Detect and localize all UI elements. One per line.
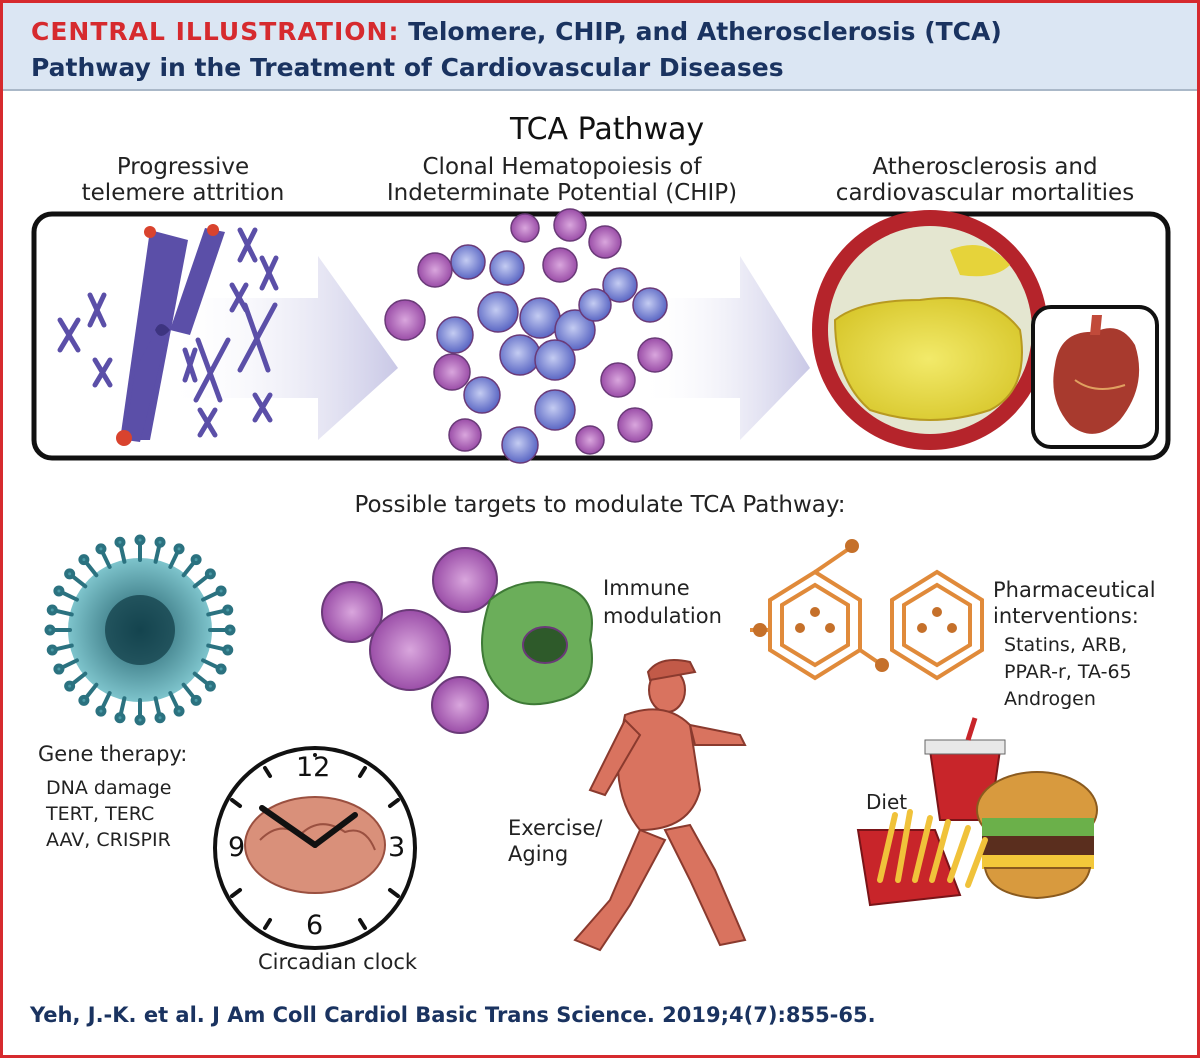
pathway-title: TCA Pathway [510,112,705,147]
virus-spike-tip [173,705,185,717]
stage-3-line-2: cardiovascular mortalities [835,180,1135,206]
chromosome-icon [116,224,225,446]
targets-heading: Possible targets to modulate TCA Pathway… [354,492,846,518]
pharma-item: PPAR-r, TA-65 [1004,661,1132,683]
virus-spike-tip [95,543,107,555]
virus-spike-tip [204,680,216,692]
virus-spike-tip [154,712,166,724]
virus-spike-tip [224,624,236,636]
virus-spike-tip [78,554,90,566]
pharma-label: Pharmaceutical interventions: [993,577,1156,629]
virus-spike-tip [46,644,58,656]
header-line-1: CENTRAL ILLUSTRATION: Telomere, CHIP, an… [31,17,1002,46]
exercise-label: Exercise/ Aging [508,815,602,867]
header-banner: CENTRAL ILLUSTRATION: Telomere, CHIP, an… [3,3,1197,91]
clock-number-9: 9 [228,832,246,863]
gene-therapy-item: AAV, CRISPIR [46,829,171,851]
virus-spike-tip [134,714,146,726]
virus-spike-tip [78,694,90,706]
gene-therapy-item: TERT, TERC [46,803,155,825]
gene-therapy-title: Gene therapy: [38,742,188,766]
virus-spike-tip [222,644,234,656]
pharma-line-2: interventions: [993,604,1139,628]
virus-spike-tip [114,536,126,548]
pharma-item: Statins, ARB, [1004,634,1128,656]
exercise-line-2: Aging [508,842,569,866]
fast-food-icon [856,717,1098,907]
virus-spike-tip [154,536,166,548]
pathway-box [31,211,1171,461]
virus-spike-tip [215,585,227,597]
pharma-line-1: Pharmaceutical [993,578,1156,602]
clock-number-6: 6 [306,910,324,941]
header-label: CENTRAL ILLUSTRATION: [31,17,400,46]
stage-1-label: Progressive telemere attrition [40,154,326,206]
molecule-icons [750,546,984,681]
clock-number-3: 3 [388,832,406,863]
immune-label: Immune modulation [603,574,722,630]
heart-icon [1053,315,1140,434]
virus-spike-tip [53,585,65,597]
chip-cells-cluster [384,208,673,464]
walking-person-icon [573,659,747,952]
virus-spike-tip [190,694,202,706]
virus-spike-tip [44,624,56,636]
virus-spike-tip [46,604,58,616]
immune-line-2: modulation [603,604,722,628]
header-title-2: Pathway in the Treatment of Cardiovascul… [31,53,784,82]
virus-spike-tip [95,705,107,717]
circadian-label: Circadian clock [258,950,418,974]
gene-therapy-item: DNA damage [46,777,172,799]
molecule-nodes [753,539,957,672]
stage-3-line-1: Atherosclerosis and [872,154,1098,180]
artery-cross-section-icon [812,210,1048,450]
immune-cells-icon [321,547,593,734]
virus-spike-tip [64,568,76,580]
virus-spike-tip [114,712,126,724]
stage-3-label: Atherosclerosis and cardiovascular morta… [815,154,1155,206]
diet-label: Diet [866,790,908,814]
gene-therapy-list: DNA damage TERT, TERC AAV, CRISPIR [46,775,172,853]
header-title-1: Telomere, CHIP, and Atherosclerosis (TCA… [408,17,1002,46]
virus-spike-tip [134,534,146,546]
exercise-line-1: Exercise/ [508,816,603,840]
stage-2-line-1: Clonal Hematopoiesis of [422,154,702,180]
small-chromosome-icons [57,227,279,438]
virus-spike-tip [190,554,202,566]
arrow-2 [640,256,810,440]
stage-2-label: Clonal Hematopoiesis of Indeterminate Po… [362,154,762,206]
clock-number-12: 12 [296,752,331,783]
pharma-item: Androgen [1004,688,1096,710]
virus-icon [44,534,236,726]
virus-spike-tip [222,604,234,616]
virus-spike-tip [215,663,227,675]
virus-spike-tip [173,543,185,555]
virus-spike-tip [64,680,76,692]
pharma-list: Statins, ARB, PPAR-r, TA-65 Androgen [1004,632,1132,713]
virus-spike-tip [204,568,216,580]
stage-1-line-1: Progressive [116,154,250,180]
clock-icon [213,746,417,950]
arrow-1 [165,256,398,440]
immune-line-1: Immune [603,576,690,600]
citation: Yeh, J.-K. et al. J Am Coll Cardiol Basi… [30,1003,876,1027]
stage-1-line-2: telemere attrition [81,180,285,206]
stage-2-line-2: Indeterminate Potential (CHIP) [386,180,738,206]
virus-spike-tip [53,663,65,675]
